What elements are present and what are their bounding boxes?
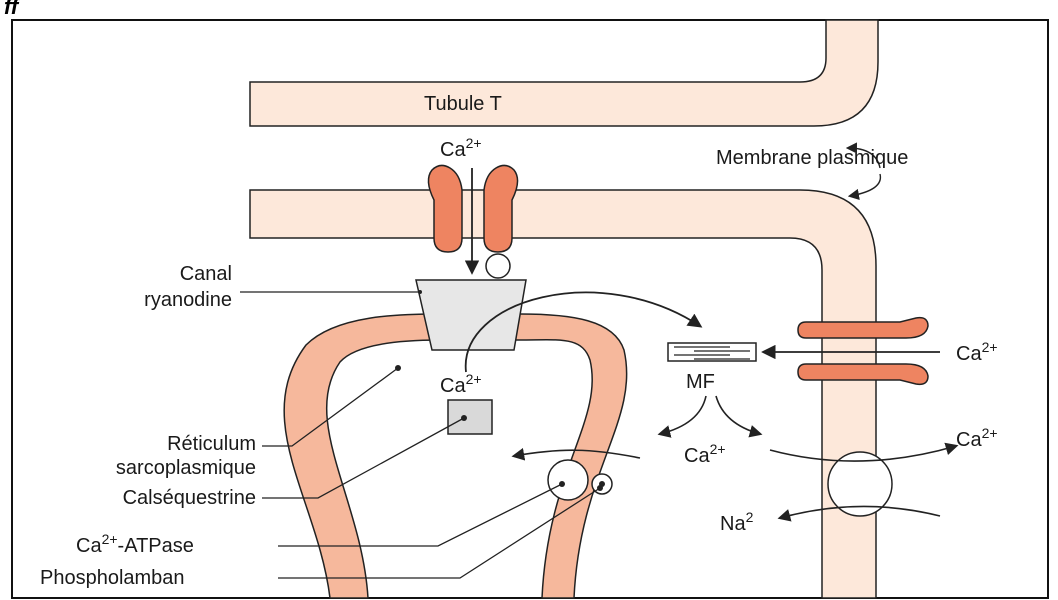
label-ca-mf: Ca2+ — [684, 441, 726, 467]
label-atpase: Ca2+-ATPase — [76, 531, 194, 557]
atpase-pump-circle — [548, 460, 588, 500]
label-ryanodine: ryanodine — [144, 289, 232, 311]
sarcoplasmic-reticulum — [284, 314, 627, 598]
label-ca-top: Ca2+ — [440, 135, 482, 161]
t-tubule — [250, 20, 878, 126]
calsequestrine-box — [448, 400, 492, 434]
label-reticulum: Réticulum — [167, 433, 256, 455]
banner-text: ff — [4, 0, 21, 19]
label-membrane-plasmique: Membrane plasmique — [716, 147, 908, 169]
membrane-arrow-lower — [850, 174, 880, 196]
label-ca-reticulum: Ca2+ — [440, 371, 482, 397]
label-ca-exchanger: Ca2+ — [956, 425, 998, 451]
label-tubule-t: Tubule T — [424, 93, 502, 115]
myofilaments-icon — [668, 343, 756, 361]
label-sarcoplasmique: sarcoplasmique — [116, 457, 256, 479]
mf-arrow-right — [716, 396, 760, 434]
mf-arrow-left — [660, 396, 706, 434]
label-phospholamban: Phospholamban — [40, 567, 185, 589]
mf-label: MF — [686, 371, 715, 393]
ryanodine-channel — [416, 280, 526, 350]
label-na: Na2 — [720, 509, 754, 535]
label-calsequestrine: Calséquestrine — [123, 487, 256, 509]
label-ca-right-entry: Ca2+ — [956, 339, 998, 365]
label-canal: Canal — [180, 263, 232, 285]
channel-subunit-circle — [486, 254, 510, 278]
